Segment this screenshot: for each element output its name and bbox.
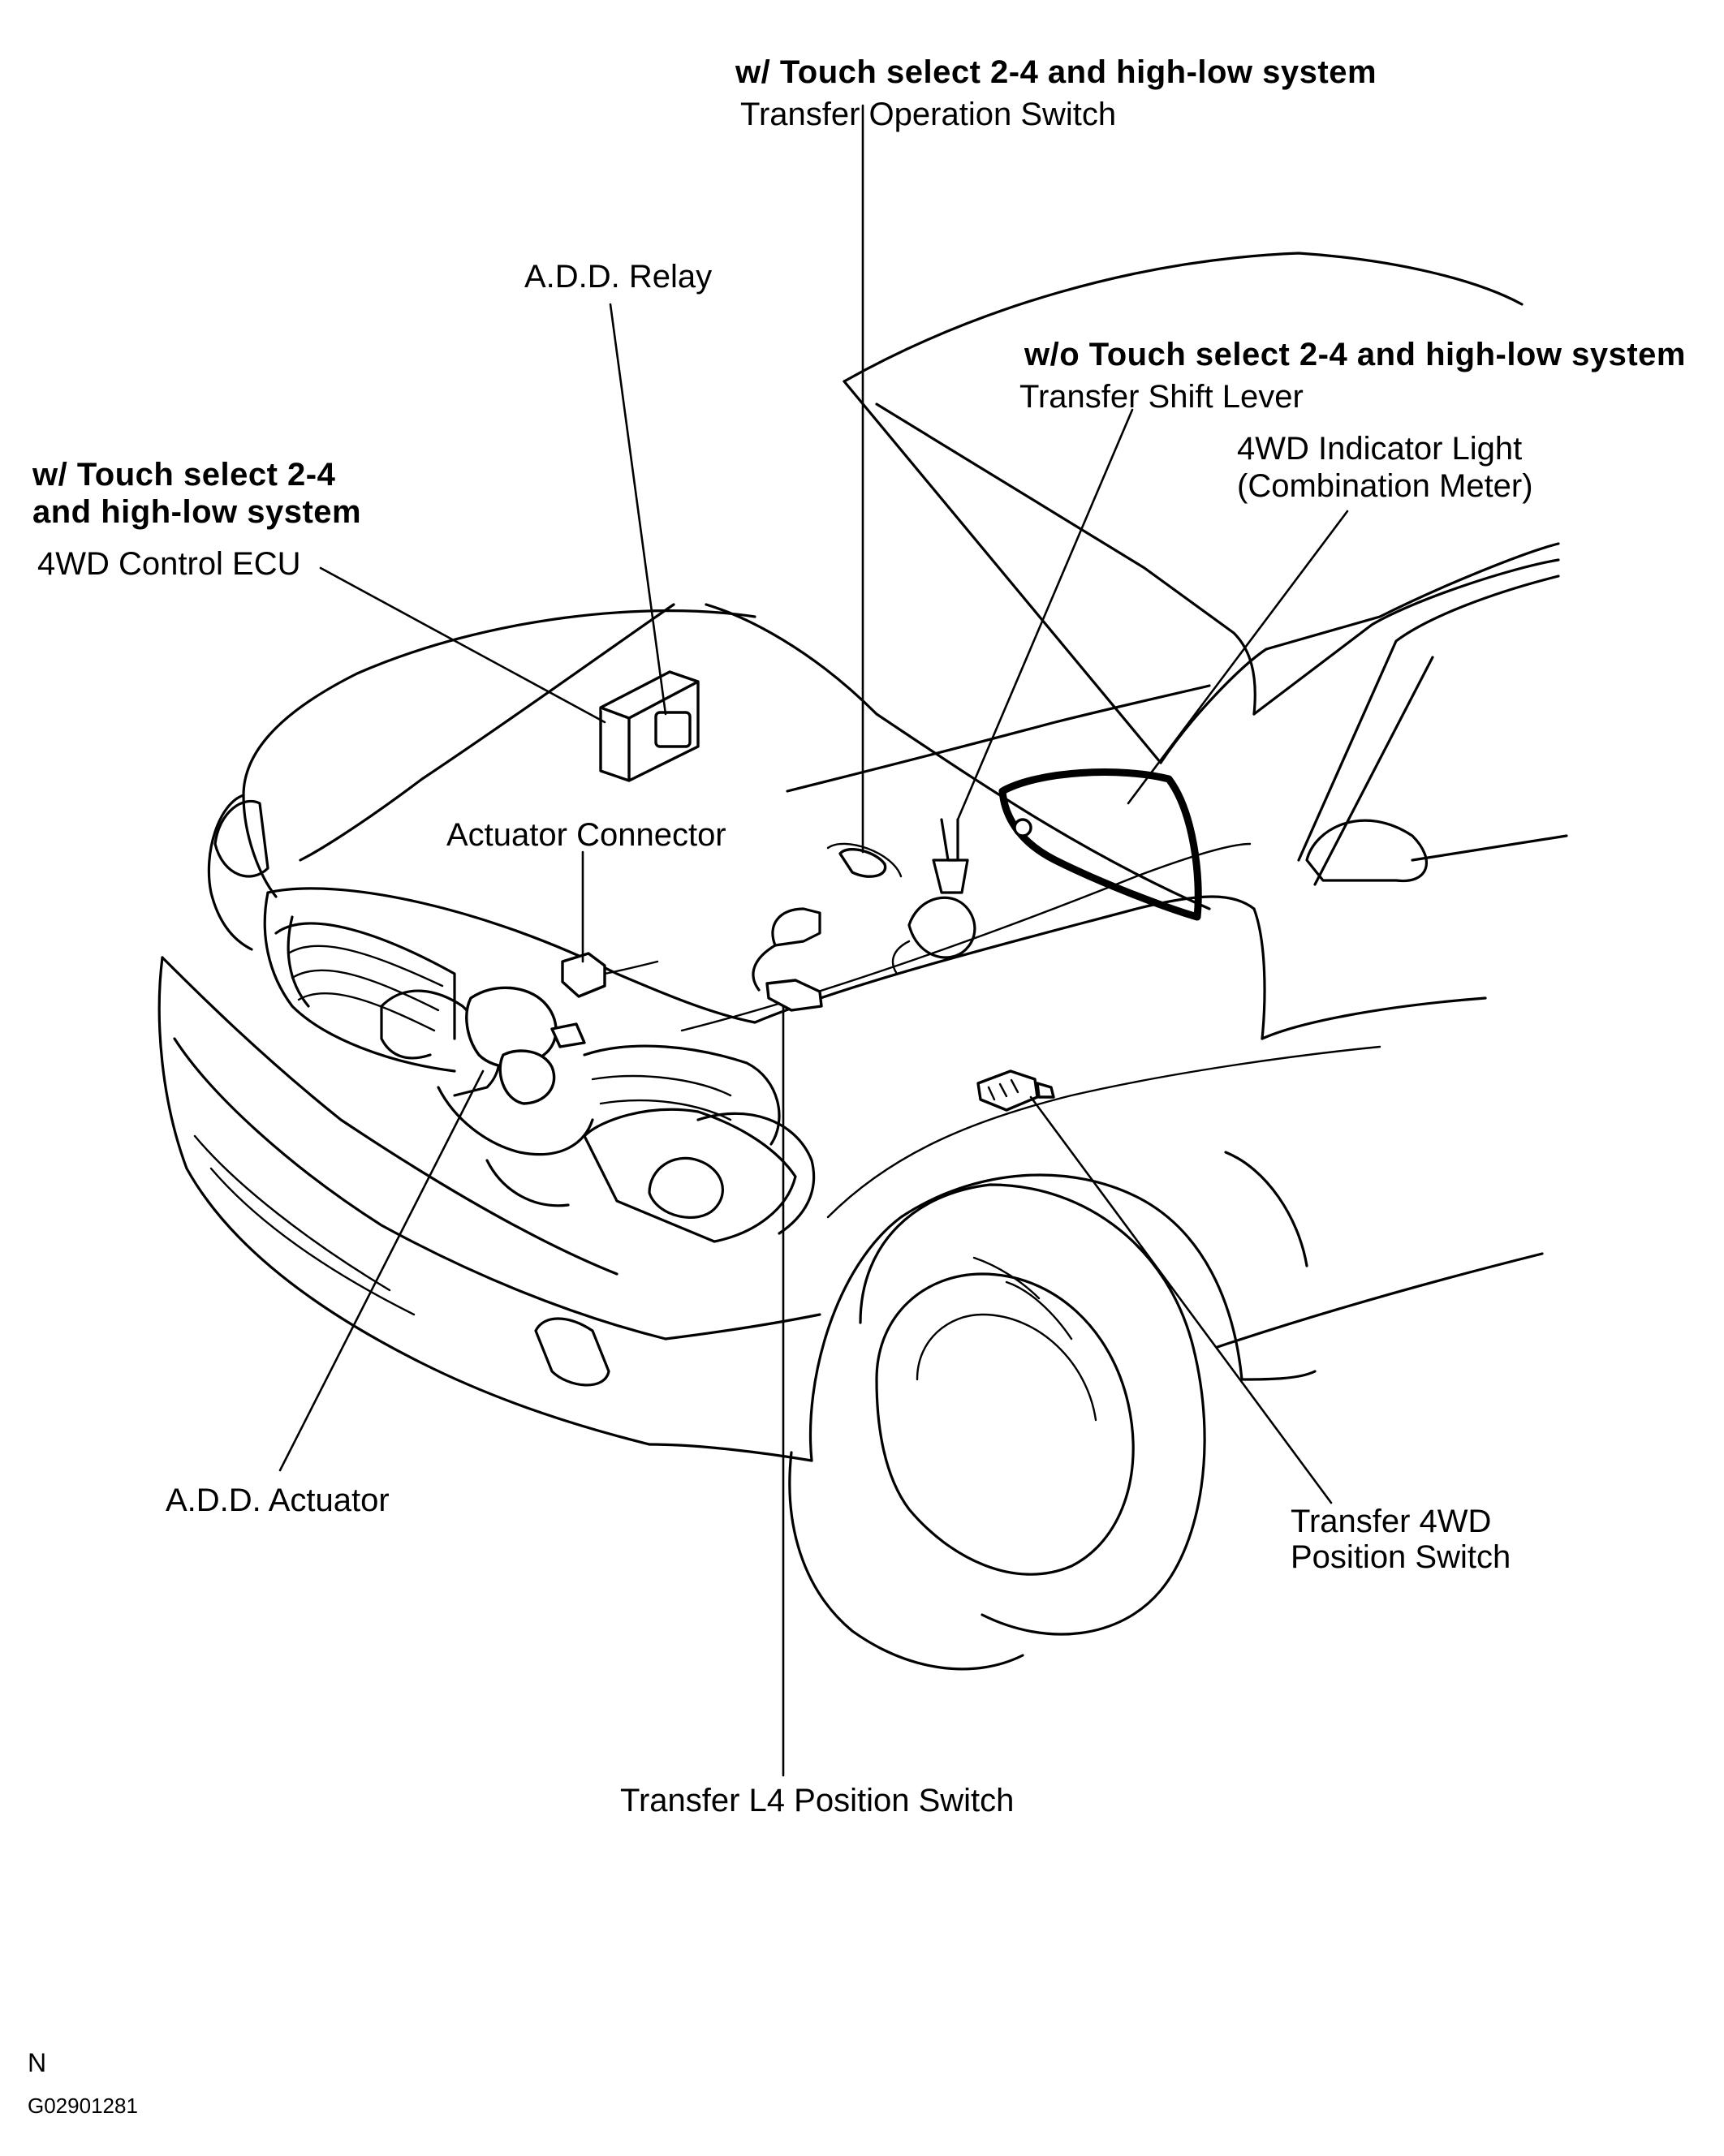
corner-letter: N [28, 2048, 47, 2077]
label-4wd-indicator-light-line1: 4WD Indicator Light [1237, 431, 1523, 467]
group-left-heading-line1: w/ Touch select 2-4 [32, 457, 336, 493]
leader-add-relay [609, 303, 667, 716]
label-actuator-connector: Actuator Connector [446, 817, 726, 853]
label-transfer-operation-switch: Transfer Operation Switch [740, 97, 1117, 132]
label-add-actuator: A.D.D. Actuator [166, 1483, 390, 1518]
component-actuator-connector [561, 952, 659, 998]
component-l4-position-switch [752, 907, 823, 1012]
label-transfer-l4-position-switch: Transfer L4 Position Switch [620, 1783, 1015, 1818]
leader-transfer-4wd-position-switch [1029, 1095, 1333, 1504]
component-transfer-shift-lever [891, 818, 976, 975]
label-4wd-indicator-light-line2: (Combination Meter) [1237, 468, 1533, 504]
leader-4wd-control-ecu [319, 566, 606, 724]
leader-4wd-indicator-light [1127, 510, 1349, 805]
component-4wd-indicator-light [998, 768, 1202, 921]
component-add-actuator [380, 986, 781, 1207]
leader-add-actuator [278, 1069, 485, 1472]
label-transfer-4wd-position-switch-line2: Position Switch [1291, 1539, 1511, 1575]
group-left-heading-line2: and high-low system [32, 494, 362, 530]
label-transfer-4wd-position-switch-line1: Transfer 4WD [1291, 1504, 1492, 1539]
group-right-heading: w/o Touch select 2-4 and high-low system [1024, 337, 1686, 372]
label-transfer-shift-lever: Transfer Shift Lever [1019, 379, 1304, 415]
label-4wd-control-ecu: 4WD Control ECU [37, 546, 301, 582]
component-add-relay [654, 711, 692, 748]
group-top-heading: w/ Touch select 2-4 and high-low system [735, 54, 1377, 90]
label-add-relay: A.D.D. Relay [524, 259, 713, 295]
leader-lines [278, 104, 1349, 1777]
component-transfer-4wd-position-switch [976, 1069, 1055, 1112]
vehicle-body [157, 252, 1568, 1671]
figure-code: G02901281 [28, 2094, 138, 2118]
leader-transfer-shift-lever [956, 408, 1134, 821]
component-transfer-operation-switch [826, 842, 903, 878]
